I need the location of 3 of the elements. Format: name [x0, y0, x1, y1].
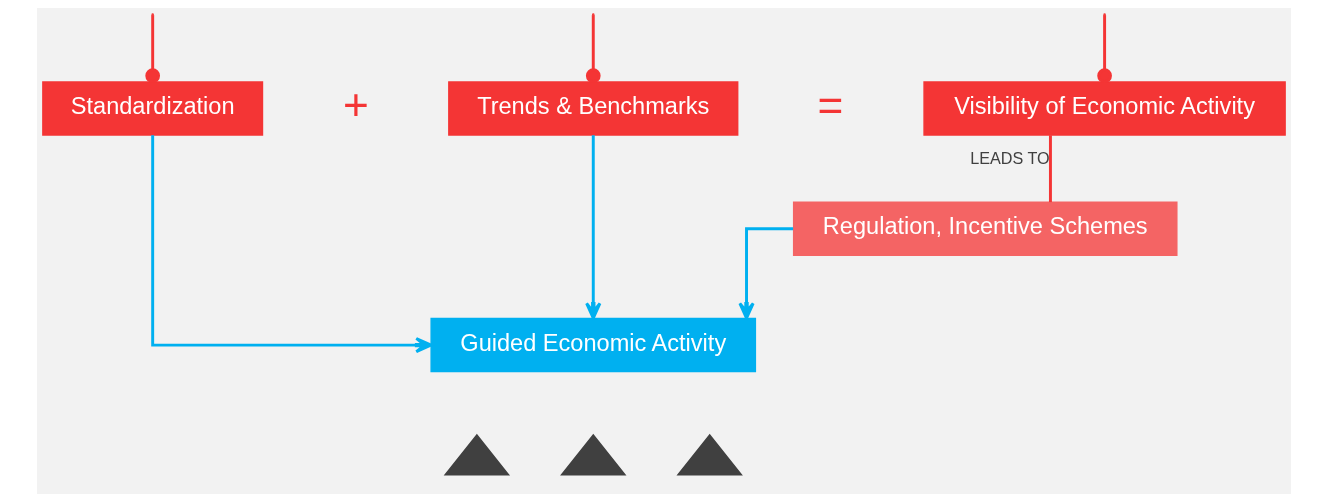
- label: =: [817, 79, 843, 129]
- label: +: [342, 79, 369, 129]
- edge-label: LEADS TO: [969, 148, 1050, 167]
